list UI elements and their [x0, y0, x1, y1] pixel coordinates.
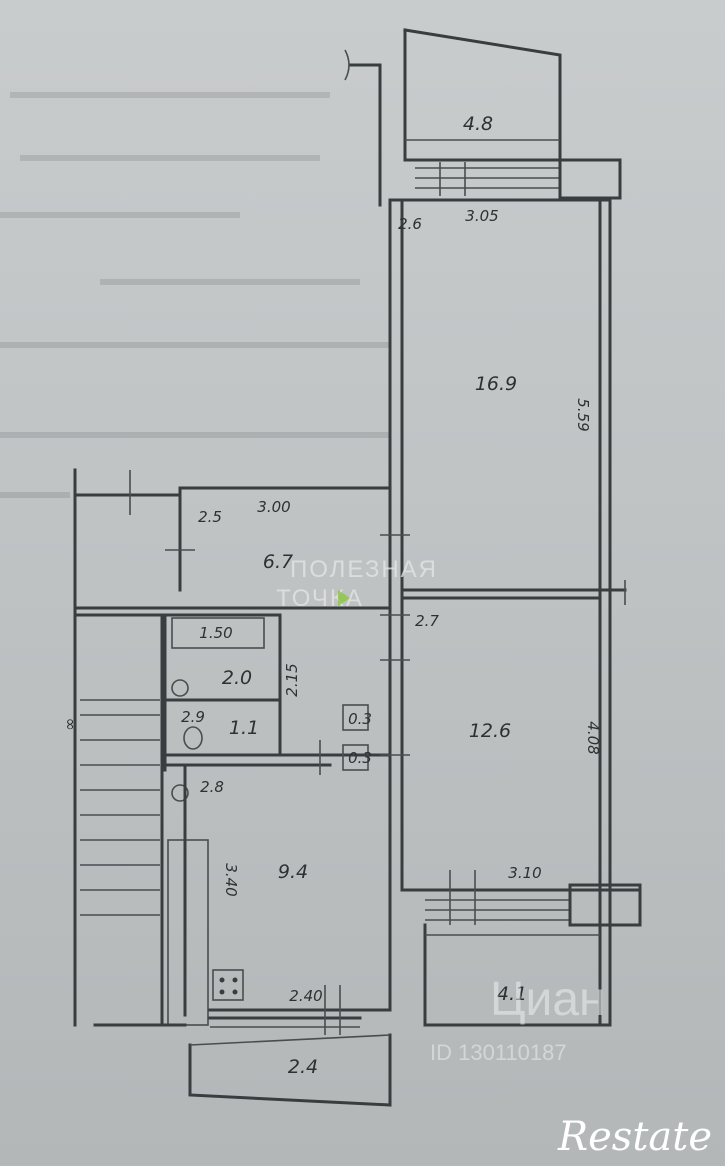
- dim-right-room-length: 4.08: [584, 721, 602, 754]
- svg-text:∞: ∞: [60, 718, 79, 731]
- watermark-green-mark: [338, 590, 350, 606]
- area-closet-a: 0.3: [348, 710, 372, 728]
- area-room-right: 12.6: [469, 720, 511, 742]
- area-room-small: 6.7: [263, 551, 293, 573]
- area-bathroom: 2.0: [222, 667, 252, 689]
- area-loggia-top: 4.8: [463, 113, 493, 135]
- watermark-center-line1: ПОЛЕЗНАЯ: [290, 556, 438, 583]
- door-marks: [380, 534, 410, 756]
- cian-id: ID 130110187: [430, 1040, 567, 1065]
- area-loggia-bottom: 4.1: [497, 983, 527, 1005]
- dim-kitchen-length: 3.40: [222, 863, 240, 896]
- stairwell: ∞: [60, 613, 209, 1027]
- dim-kitchen-width: 2.40: [289, 987, 322, 1005]
- upper-wall-stub: [344, 49, 382, 207]
- watermark-center-line2: ТОЧКА: [276, 585, 364, 612]
- dim-right-room-width: 3.10: [508, 864, 541, 882]
- area-kitchen: 9.4: [278, 861, 308, 883]
- balcony-kitchen-outline: [188, 1033, 392, 1107]
- dim-top-left-width: 2.6: [398, 215, 422, 233]
- dim-top-width: 3.05: [465, 207, 498, 225]
- dim-bath-length: 2.15: [283, 663, 301, 696]
- restate-logo: Restate: [557, 1114, 712, 1160]
- dim-bath-width: 1.50: [199, 624, 232, 642]
- background-text-lines: [0, 92, 390, 498]
- cian-logo: Циан: [490, 973, 606, 1026]
- area-balcony-kitchen: 2.4: [288, 1056, 318, 1078]
- loggia-top-outline: [403, 28, 622, 200]
- area-room-large: 16.9: [475, 373, 517, 395]
- outer-walls: [388, 198, 627, 1027]
- dim-small-room-depth: 2.5: [198, 508, 222, 526]
- bathroom-block: [163, 613, 392, 802]
- dim-large-room-length: 5.59: [574, 398, 592, 431]
- dim-small-room-width: 3.00: [257, 498, 290, 516]
- area-closet-b: 0.3: [348, 749, 372, 767]
- dim-toilet-depth: 2.9: [181, 708, 205, 726]
- dim-corridor-width: 2.7: [415, 612, 439, 630]
- left-section-walls: [73, 468, 392, 1027]
- kitchen-walls: [93, 753, 392, 1035]
- dim-kitchen-depth: 2.8: [200, 778, 224, 796]
- area-toilet: 1.1: [229, 717, 259, 739]
- loggia-bottom-outline: [400, 870, 642, 1027]
